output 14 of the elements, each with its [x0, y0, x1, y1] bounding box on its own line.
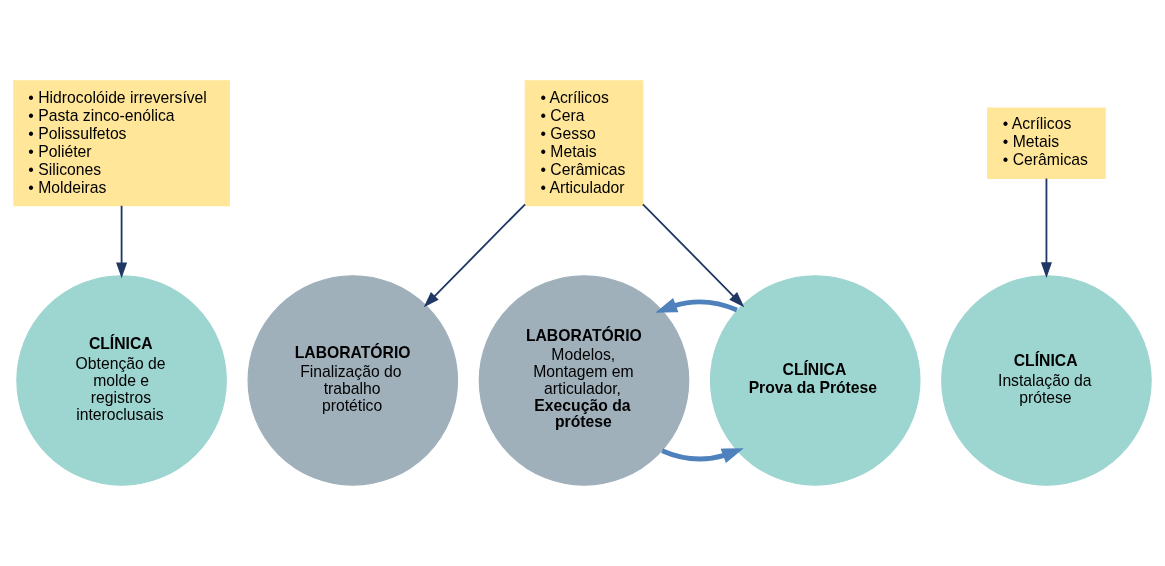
node-box: • Acrílicos • Metais • Cerâmicas: [987, 107, 1106, 179]
node-circle: CLÍNICA Instalação da prótese: [941, 275, 1152, 486]
node-circle: CLÍNICA Obtenção de molde e registros interoclusais: [16, 275, 227, 486]
arrow: [423, 203, 526, 308]
node-circle: LABORATÓRIO Modelos, Montagem em articulador, Execução da prótese: [478, 275, 690, 486]
node-box: • Hidrocolóide irreversível • Pasta zinco-enólica • Polissulfetos • Poliéter • Silicones • Moldeiras: [13, 80, 230, 207]
arrow: [116, 204, 128, 279]
node-circle: CLÍNICA Prova da Prótese: [709, 275, 921, 486]
node-circle: LABORATÓRIO Finalização do trabalho protético: [247, 275, 459, 486]
arrow: [655, 297, 738, 313]
arrow: [1040, 177, 1052, 279]
node-box: • Acrílicos • Cera • Gesso • Metais • Cerâmicas • Articulador: [524, 80, 644, 207]
arrow: [642, 203, 745, 308]
arrow: [661, 448, 744, 464]
